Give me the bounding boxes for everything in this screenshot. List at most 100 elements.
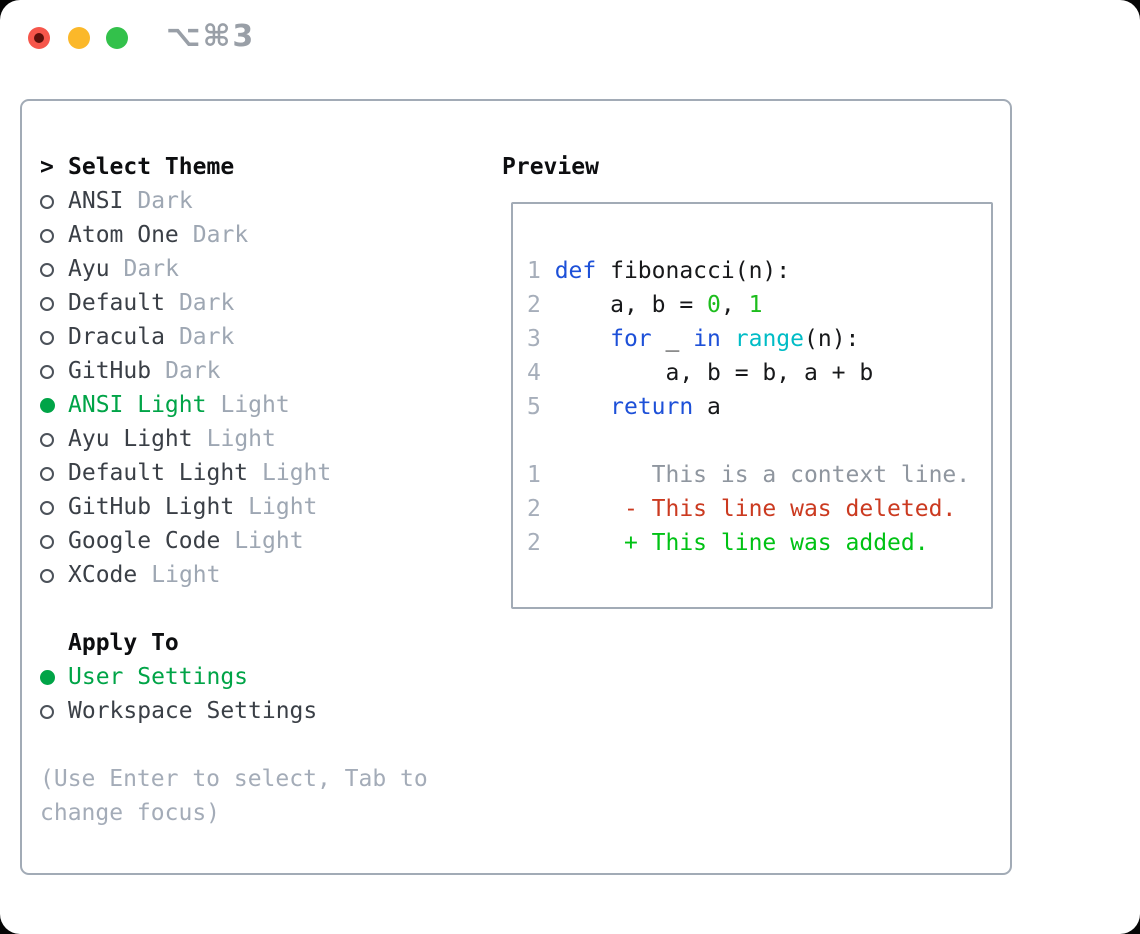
code-segment-keyword: for — [610, 326, 652, 352]
code-segment-keyword: in — [693, 326, 721, 352]
code-segment-keyword: def — [554, 258, 597, 284]
option-label: Dracula — [68, 324, 165, 350]
line-number: 1 — [527, 258, 555, 284]
line-number: 1 — [527, 462, 555, 488]
preview-code-line: 5 return a — [527, 390, 991, 424]
code-segment-added: + This line was added. — [554, 530, 929, 556]
theme-option-ansi-light[interactable]: ANSI Light Light — [40, 388, 290, 422]
theme-variant-tag: Dark — [178, 324, 235, 350]
preview-code-line — [527, 424, 991, 458]
theme-variant-tag: Dark — [165, 358, 221, 384]
option-label: Ayu Light — [68, 426, 193, 452]
theme-variant-tag: Light — [248, 494, 318, 520]
theme-variant-tag: Dark — [178, 290, 235, 316]
code-segment-builtin: range — [734, 326, 804, 352]
theme-variant-tag: Light — [206, 426, 276, 452]
option-label: Google Code — [68, 528, 221, 554]
close-button[interactable] — [28, 27, 50, 49]
code-segment-code: a, b = — [554, 292, 708, 318]
radio-icon — [40, 296, 54, 311]
code-segment-code: a, b = b, a + b — [554, 360, 874, 386]
radio-selected-icon — [40, 670, 55, 685]
option-label: GitHub Light — [68, 494, 235, 520]
theme-option-xcode[interactable]: XCode Light — [40, 558, 221, 592]
apply-to-header-label: Apply To — [68, 630, 179, 656]
keyboard-hint: (Use Enter to select, Tab to change focu… — [40, 766, 442, 826]
select-theme-header-label: Select Theme — [68, 154, 235, 180]
radio-icon — [40, 500, 54, 515]
radio-icon — [40, 704, 54, 719]
code-segment-number: 0 — [707, 292, 721, 318]
preview-code-line: 2 a, b = 0, 1 — [527, 288, 991, 322]
radio-icon — [40, 432, 54, 447]
preview-code-line: 2 - This line was deleted. — [527, 492, 991, 526]
option-label: User Settings — [68, 664, 249, 690]
radio-icon — [40, 262, 54, 277]
radio-icon — [40, 568, 54, 583]
theme-variant-tag: Light — [220, 392, 290, 418]
theme-variant-tag: Light — [234, 528, 304, 554]
titlebar: ⌥⌘3 — [0, 0, 1140, 78]
theme-option-dracula[interactable]: Dracula Dark — [40, 320, 234, 354]
theme-variant-tag: Light — [151, 562, 221, 588]
line-number: 5 — [527, 394, 555, 420]
code-segment-code: a — [693, 394, 721, 420]
radio-icon — [40, 228, 54, 243]
radio-icon — [40, 194, 54, 209]
code-segment-code — [555, 326, 610, 352]
code-segment-context: This is a context line. — [554, 462, 971, 488]
theme-option-google-code[interactable]: Google Code Light — [40, 524, 304, 558]
option-label: Default Light — [68, 460, 249, 486]
theme-option-atom-one[interactable]: Atom One Dark — [40, 218, 248, 252]
theme-option-ayu-light[interactable]: Ayu Light Light — [40, 422, 276, 456]
code-segment-code — [555, 394, 610, 420]
minimize-button[interactable] — [68, 27, 90, 49]
theme-variant-tag: Light — [262, 460, 332, 486]
option-label: ANSI Light — [68, 392, 207, 418]
option-label: Default — [68, 290, 165, 316]
theme-option-default-light[interactable]: Default Light Light — [40, 456, 331, 490]
preview-code-line: 4 a, b = b, a + b — [527, 356, 991, 390]
theme-option-github[interactable]: GitHub Dark — [40, 354, 220, 388]
theme-variant-tag: Dark — [137, 188, 193, 214]
option-label: XCode — [68, 562, 138, 588]
option-label: Ayu — [68, 256, 110, 282]
preview-code-line: 1 def fibonacci(n): — [527, 254, 991, 288]
option-label: ANSI — [68, 188, 124, 214]
option-label: Workspace Settings — [68, 698, 318, 724]
code-segment-code: _ — [651, 326, 694, 352]
code-segment-deleted: - This line was deleted. — [554, 496, 957, 522]
theme-option-default[interactable]: Default Dark — [40, 286, 234, 320]
line-number: 4 — [527, 360, 555, 386]
option-label: Atom One — [68, 222, 179, 248]
preview-code-line: 2 + This line was added. — [527, 526, 991, 560]
theme-option-ayu[interactable]: Ayu Dark — [40, 252, 179, 286]
line-number: 2 — [527, 496, 555, 522]
preview-code-line: 1 This is a context line. — [527, 458, 991, 492]
radio-icon — [40, 330, 54, 345]
zoom-button[interactable] — [106, 27, 128, 49]
code-segment-code — [721, 326, 735, 352]
theme-variant-tag: Dark — [123, 256, 179, 282]
theme-option-github-light[interactable]: GitHub Light Light — [40, 490, 317, 524]
apply-option-workspace-settings[interactable]: Workspace Settings — [40, 694, 317, 728]
code-segment-code: fibonacci(n): — [596, 258, 791, 284]
option-label: GitHub — [68, 358, 152, 384]
window-title: ⌥⌘3 — [166, 19, 256, 54]
code-segment-keyword: return — [610, 394, 694, 420]
preview-code-line: 3 for _ in range(n): — [527, 322, 991, 356]
code-segment-code: , — [720, 292, 749, 318]
line-number — [527, 428, 555, 454]
theme-variant-tag: Dark — [192, 222, 249, 248]
radio-icon — [40, 534, 54, 549]
radio-icon — [40, 364, 54, 379]
code-segment-code: (n): — [804, 326, 860, 352]
radio-selected-icon — [40, 398, 55, 413]
apply-option-user-settings[interactable]: User Settings — [40, 660, 248, 694]
theme-option-ansi[interactable]: ANSI Dark — [40, 184, 193, 218]
apply-to-header: Apply To — [40, 626, 179, 660]
select-theme-header: > Select Theme — [40, 150, 234, 184]
